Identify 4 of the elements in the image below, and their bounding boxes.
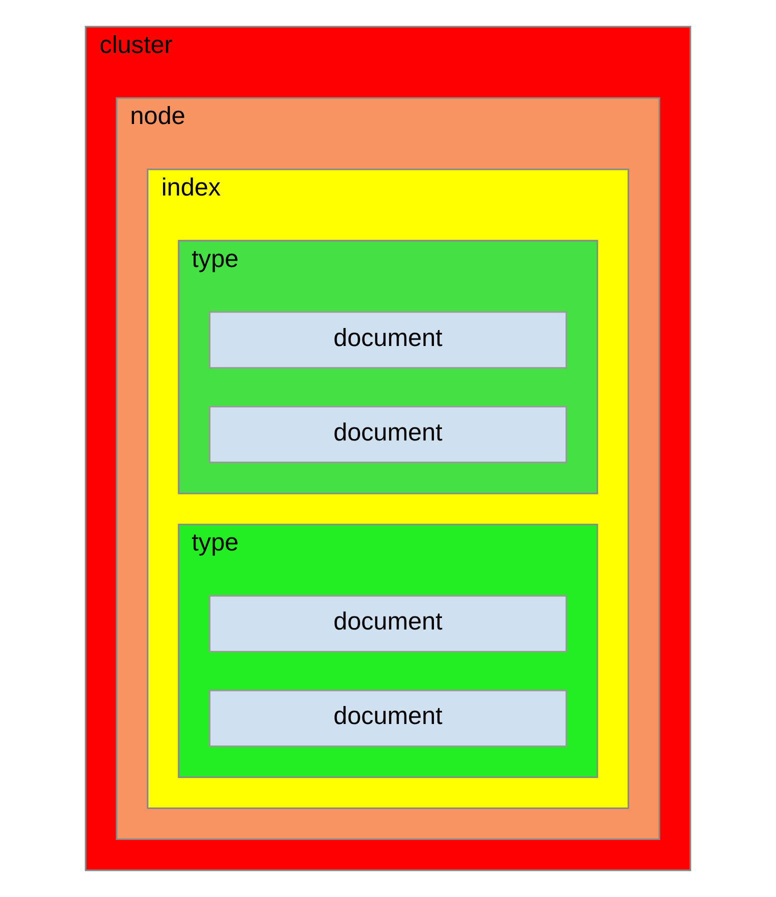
node-box: document [208, 311, 568, 369]
node-box: document [208, 595, 568, 652]
node-box: document [208, 690, 568, 748]
node-box: document [208, 406, 568, 464]
